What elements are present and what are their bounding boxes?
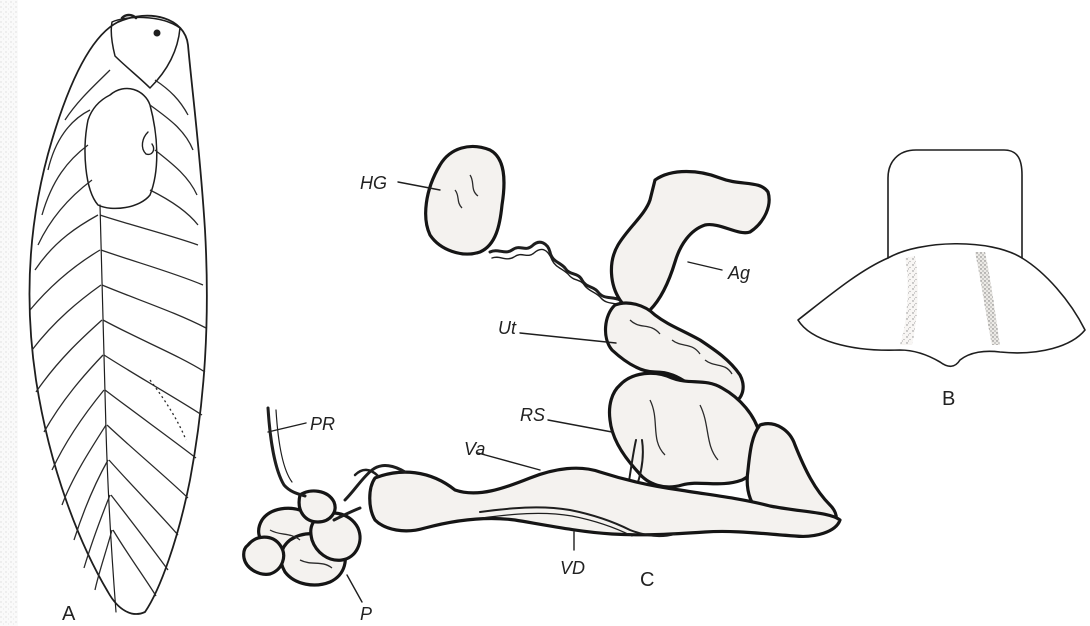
label-hg: HG (360, 173, 387, 193)
panel-a-body-drawing (29, 15, 206, 614)
label-ut: Ut (498, 318, 517, 338)
panel-b-letter: B (942, 388, 955, 410)
panel-b-drawing (798, 150, 1085, 366)
label-p: P (360, 604, 372, 624)
penis-retractor (268, 408, 305, 496)
panel-c-drawing (244, 146, 840, 602)
label-rs: RS (520, 405, 545, 425)
panel-c-letter: C (640, 569, 654, 591)
panel-a-letter: A (62, 603, 76, 625)
label-va: Va (464, 439, 485, 459)
page-edge-texture (0, 0, 18, 626)
penis-coils (244, 491, 360, 585)
label-pr: PR (310, 414, 335, 434)
label-ag: Ag (727, 263, 750, 283)
hermaphrodite-gland (426, 146, 504, 254)
label-vd: VD (560, 558, 585, 578)
albumen-gland (611, 172, 769, 314)
